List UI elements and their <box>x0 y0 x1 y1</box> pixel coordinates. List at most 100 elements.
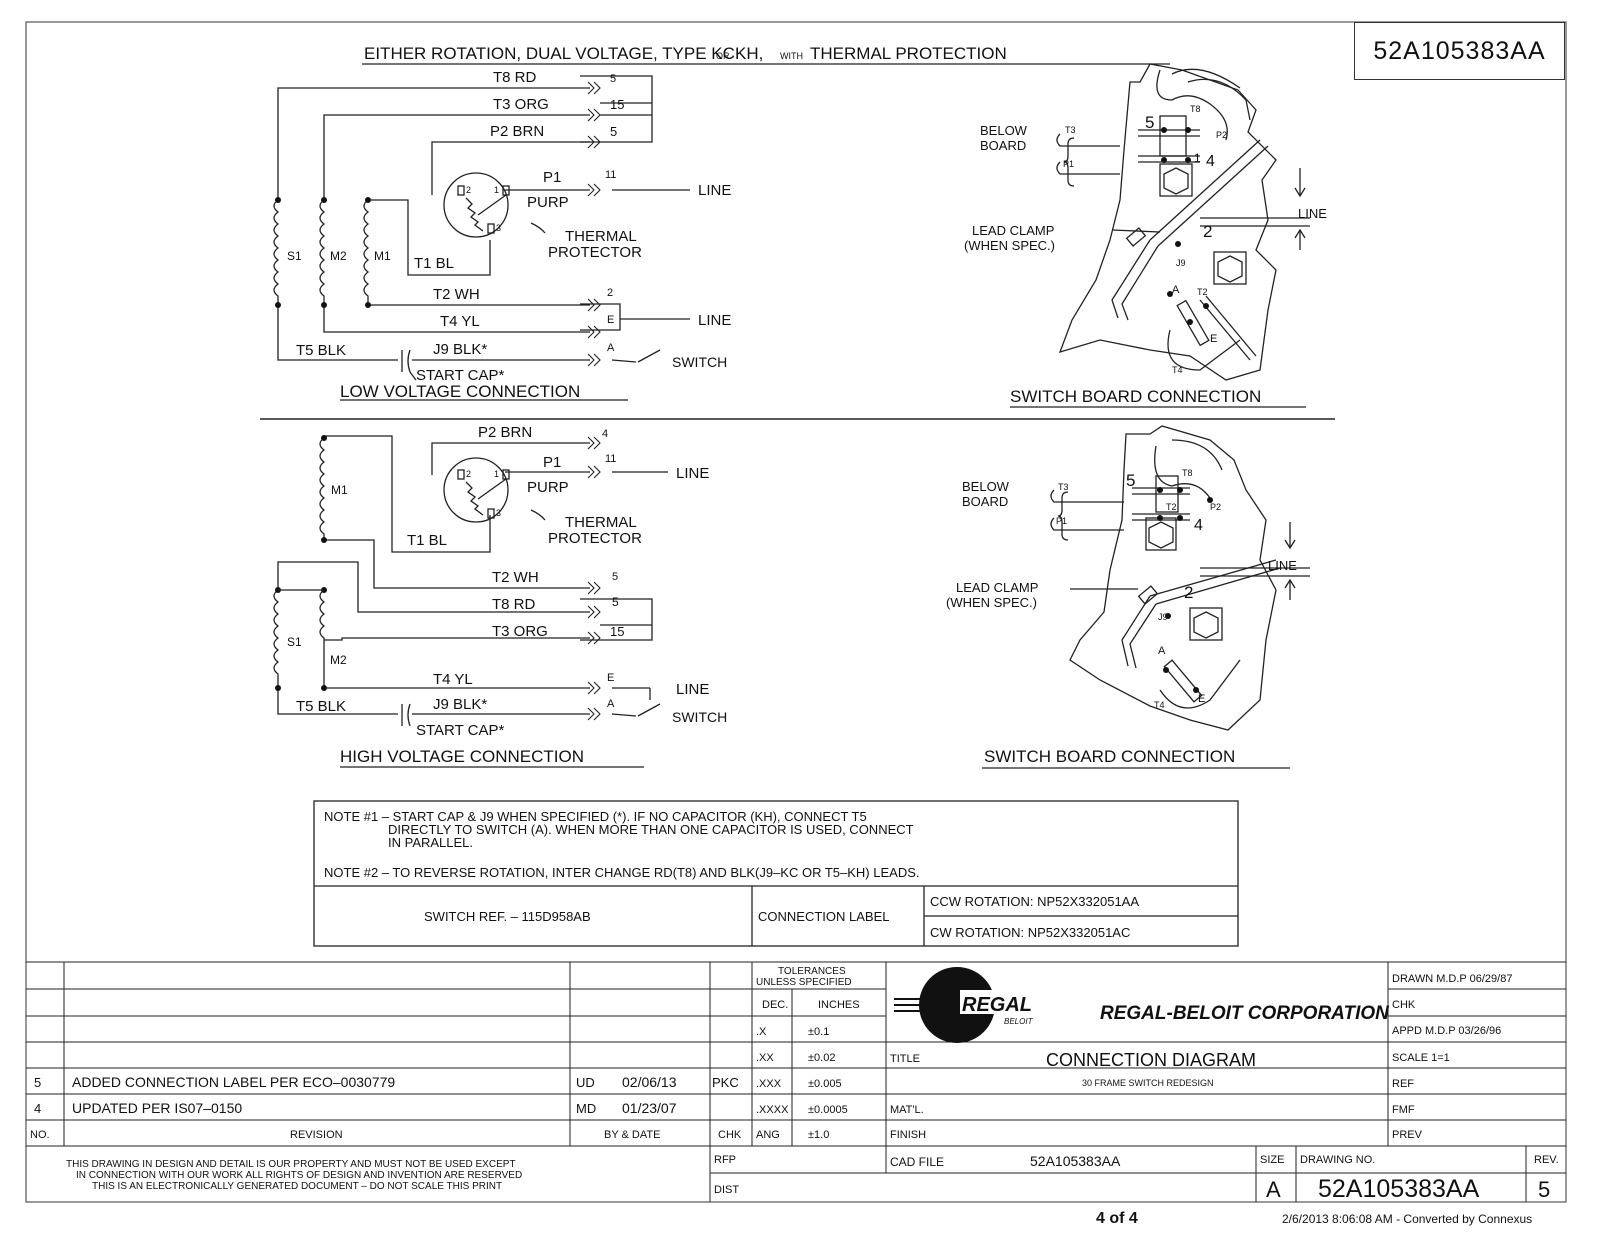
svg-text:BOARD: BOARD <box>962 494 1008 509</box>
svg-text:T4 YL: T4 YL <box>440 313 480 330</box>
drawing-number-corner: 52A105383AA <box>1373 36 1546 65</box>
svg-text:UD: UD <box>576 1075 595 1090</box>
svg-text:T1 BL: T1 BL <box>407 532 447 549</box>
svg-text:PURP: PURP <box>527 479 569 496</box>
svg-text:THIS DRAWING IN DESIGN AND DET: THIS DRAWING IN DESIGN AND DETAIL IS OUR… <box>66 1159 516 1170</box>
sheet-border <box>25 21 1567 1203</box>
ccw-rotation: CCW ROTATION: NP52X332051AA <box>930 894 1139 909</box>
svg-text:DIRECTLY TO SWITCH (A). WHEN M: DIRECTLY TO SWITCH (A). WHEN MORE THAN O… <box>388 822 914 837</box>
svg-text:IN PARALLEL.: IN PARALLEL. <box>388 835 473 850</box>
svg-text:IN CONNECTION WITH OUR WORK AL: IN CONNECTION WITH OUR WORK ALL RIGHTS O… <box>76 1170 522 1181</box>
svg-text:J9: J9 <box>1176 258 1186 268</box>
svg-text:2: 2 <box>466 185 471 195</box>
svg-text:3: 3 <box>496 508 501 518</box>
svg-text:.X: .X <box>756 1026 767 1038</box>
svg-text:LINE: LINE <box>676 681 709 698</box>
lead-t2 <box>324 539 590 589</box>
svg-text:P1: P1 <box>1063 159 1074 169</box>
svg-text:MAT'L.: MAT'L. <box>890 1104 924 1116</box>
svg-text:T2 WH: T2 WH <box>433 286 480 303</box>
svg-text:5: 5 <box>610 124 617 139</box>
svg-text:±0.005: ±0.005 <box>808 1078 842 1090</box>
start-cap-plate <box>407 349 411 373</box>
lead-p2 <box>431 442 590 475</box>
svg-text:SWITCH: SWITCH <box>672 354 727 370</box>
svg-text:THERMAL PROTECTION: THERMAL PROTECTION <box>810 44 1007 63</box>
switch-board-drawing-low <box>1010 63 1310 408</box>
svg-text:T3: T3 <box>1058 482 1069 492</box>
winding-m2 <box>319 589 326 688</box>
svg-text:KH,: KH, <box>735 44 763 63</box>
svg-text:±0.1: ±0.1 <box>808 1026 829 1038</box>
svg-text:REVISION: REVISION <box>290 1129 343 1141</box>
svg-text:LEAD CLAMP: LEAD CLAMP <box>972 223 1054 238</box>
svg-text:THIS IS AN ELECTRONICALLY GENE: THIS IS AN ELECTRONICALLY GENERATED DOCU… <box>92 1181 502 1192</box>
diagram-title: EITHER ROTATION, DUAL VOLTAGE, TYPE KC O… <box>364 44 1007 63</box>
svg-text:4: 4 <box>602 428 608 440</box>
svg-text:REF: REF <box>1392 1078 1414 1090</box>
svg-text:TOLERANCES: TOLERANCES <box>778 966 846 977</box>
svg-text:J9 BLK*: J9 BLK* <box>433 341 487 358</box>
svg-text:T2: T2 <box>1166 502 1177 512</box>
company-name: REGAL-BELOIT CORPORATION <box>1100 1003 1390 1024</box>
svg-text:THERMAL: THERMAL <box>565 514 637 531</box>
svg-text:START CAP*: START CAP* <box>416 722 505 739</box>
svg-text:LINE: LINE <box>676 465 709 482</box>
protector-leader <box>530 222 546 234</box>
svg-text:2: 2 <box>1184 583 1193 602</box>
svg-text:THERMAL: THERMAL <box>565 228 637 245</box>
svg-text:.XXX: .XXX <box>756 1078 782 1090</box>
svg-text:SWITCH: SWITCH <box>672 709 727 725</box>
svg-text:5: 5 <box>612 571 618 583</box>
svg-text:30 FRAME SWITCH REDESIGN: 30 FRAME SWITCH REDESIGN <box>1082 1078 1214 1088</box>
svg-text:PREV: PREV <box>1392 1129 1423 1141</box>
svg-text:RFP: RFP <box>714 1154 736 1166</box>
svg-text:T3 ORG: T3 ORG <box>492 623 548 640</box>
svg-text:T8 RD: T8 RD <box>492 596 536 613</box>
svg-text:MD: MD <box>576 1101 596 1116</box>
switch-board-drawing-high <box>982 425 1310 769</box>
svg-text:APPD M.D.P 03/26/96: APPD M.D.P 03/26/96 <box>1392 1025 1501 1037</box>
svg-text:5: 5 <box>1126 471 1135 490</box>
svg-text:E: E <box>1210 333 1217 345</box>
svg-text:DIST: DIST <box>714 1184 739 1196</box>
switch-ref: SWITCH REF. – 115D958AB <box>424 909 591 924</box>
svg-text:T2: T2 <box>1197 287 1208 297</box>
svg-text:4: 4 <box>34 1101 41 1116</box>
high-voltage-schematic <box>273 435 668 768</box>
svg-text:11: 11 <box>605 453 616 465</box>
svg-text:J9: J9 <box>1158 612 1168 622</box>
conversion-stamp: 2/6/2013 8:06:08 AM - Converted by Conne… <box>1282 1212 1533 1226</box>
svg-text:1: 1 <box>494 185 499 195</box>
svg-text:NO.: NO. <box>30 1129 50 1141</box>
svg-text:15: 15 <box>610 624 624 639</box>
lead-t5 <box>277 688 398 715</box>
svg-text:(WHEN SPEC.): (WHEN SPEC.) <box>946 595 1037 610</box>
svg-text:P2: P2 <box>1216 130 1227 140</box>
svg-text:P2: P2 <box>1210 502 1221 512</box>
svg-text:T4: T4 <box>1154 700 1165 710</box>
svg-text:UNLESS SPECIFIED: UNLESS SPECIFIED <box>756 977 852 988</box>
svg-text:FINISH: FINISH <box>890 1129 926 1141</box>
start-cap-plate <box>407 703 411 727</box>
svg-text:INCHES: INCHES <box>818 999 860 1011</box>
svg-text:LINE: LINE <box>1298 206 1327 221</box>
svg-text:T2 WH: T2 WH <box>492 569 539 586</box>
notes-box <box>313 800 1239 947</box>
svg-text:.XX: .XX <box>756 1052 774 1064</box>
svg-text:REGAL: REGAL <box>962 994 1032 1016</box>
svg-text:5: 5 <box>1538 1177 1550 1202</box>
low-voltage-caption: LOW VOLTAGE CONNECTION <box>340 382 580 401</box>
svg-text:REV.: REV. <box>1534 1154 1559 1166</box>
lead-t8 <box>277 87 590 200</box>
svg-text:S1: S1 <box>287 249 302 263</box>
thermal-protector-symbol <box>443 172 510 238</box>
svg-text:5: 5 <box>34 1075 41 1090</box>
switch-board-caption-low: SWITCH BOARD CONNECTION <box>1010 387 1261 406</box>
winding-m2 <box>319 199 326 305</box>
svg-text:E: E <box>1198 693 1205 705</box>
svg-text:A: A <box>1172 284 1180 296</box>
svg-text:BOARD: BOARD <box>980 138 1026 153</box>
